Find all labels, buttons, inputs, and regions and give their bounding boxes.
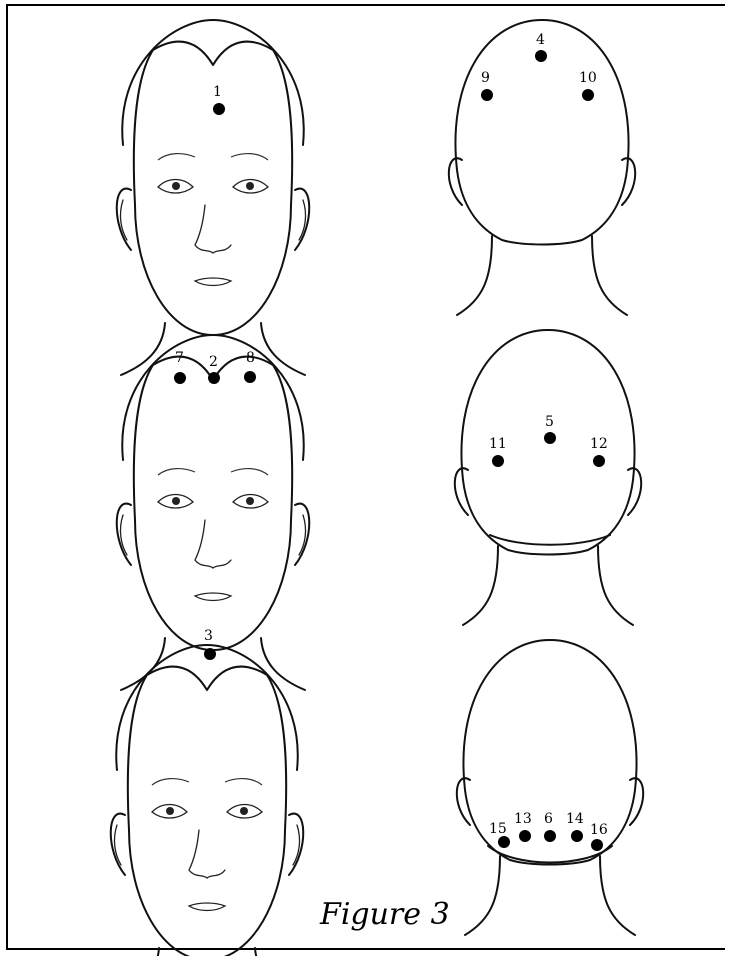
point-16: [591, 839, 603, 851]
figure-caption: Figure 3: [319, 897, 450, 932]
point-1: [213, 103, 225, 115]
label-13: 13: [514, 811, 532, 827]
label-1: 1: [213, 84, 222, 100]
point-7: [174, 372, 186, 384]
label-4: 4: [536, 32, 545, 48]
front-head-middle: [117, 335, 310, 690]
label-3: 3: [204, 628, 213, 644]
label-16: 16: [590, 822, 608, 838]
point-12: [593, 455, 605, 467]
point-6: [544, 830, 556, 842]
back-head-top: [449, 20, 635, 315]
back-head-bottom: [457, 640, 643, 935]
label-5: 5: [545, 414, 554, 430]
point-5: [544, 432, 556, 444]
label-2: 2: [209, 354, 218, 370]
label-6: 6: [544, 811, 553, 827]
label-12: 12: [590, 436, 608, 452]
point-10: [582, 89, 594, 101]
label-11: 11: [489, 436, 507, 452]
point-11: [492, 455, 504, 467]
back-head-middle: [455, 330, 641, 625]
label-7: 7: [175, 350, 184, 366]
point-2: [208, 372, 220, 384]
label-8: 8: [246, 350, 255, 366]
label-14: 14: [566, 811, 584, 827]
point-15: [498, 836, 510, 848]
label-9: 9: [481, 70, 490, 86]
label-10: 10: [579, 70, 597, 86]
point-3: [204, 648, 216, 660]
front-head-bottom: [111, 645, 304, 956]
point-14: [571, 830, 583, 842]
point-4: [535, 50, 547, 62]
label-15: 15: [489, 821, 507, 837]
front-head-top: [117, 20, 310, 375]
point-8: [244, 371, 256, 383]
point-13: [519, 830, 531, 842]
point-9: [481, 89, 493, 101]
